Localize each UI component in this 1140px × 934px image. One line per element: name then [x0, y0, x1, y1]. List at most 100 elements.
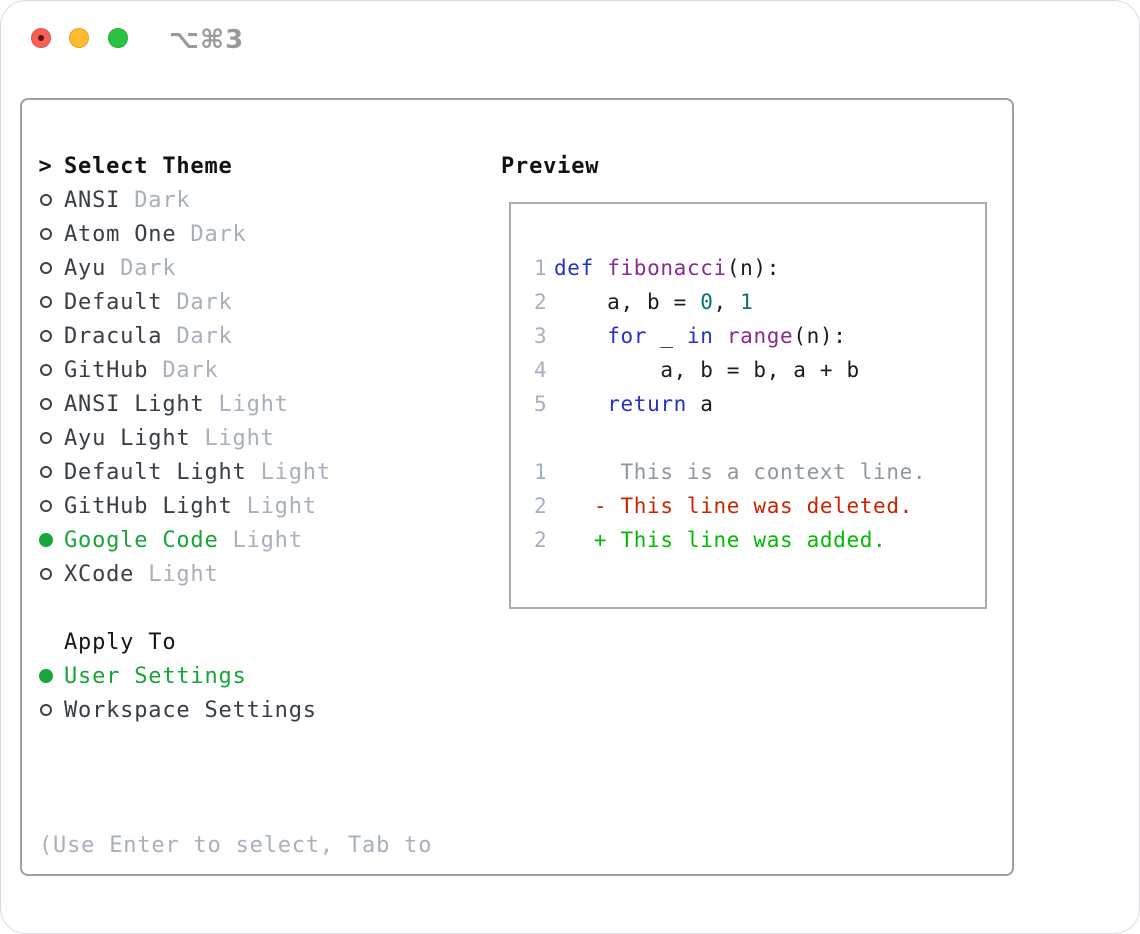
theme-option-google-code[interactable]: Google Code Light [38, 523, 331, 557]
code-token: range [726, 324, 794, 348]
apply-to-title: Apply To [64, 629, 177, 655]
radio-icon [38, 466, 53, 478]
option-variant-label: Dark [162, 323, 233, 349]
radio-icon [38, 330, 53, 342]
option-label: Workspace Settings [64, 697, 317, 723]
option-variant-label: Dark [106, 255, 177, 281]
theme-option-xcode[interactable]: XCode Light [38, 557, 331, 591]
option-label: GitHub Light [64, 493, 233, 519]
window-title: ⌥⌘3 [169, 25, 245, 55]
code-line: 3 for _ in range(n): [534, 319, 985, 353]
line-number: 2 [534, 290, 548, 314]
option-label: Ayu Light [64, 425, 191, 451]
code-line [534, 421, 985, 455]
help-text: (Use Enter to select, Tab to change focu… [39, 761, 433, 933]
theme-option-ansi[interactable]: ANSI Dark [38, 183, 331, 217]
theme-option-dracula[interactable]: Dracula Dark [38, 319, 331, 353]
code-token: for [607, 324, 648, 348]
option-variant-label: Light [190, 425, 275, 451]
theme-option-atom-one[interactable]: Atom One Dark [38, 217, 331, 251]
radio-icon [38, 398, 53, 410]
option-label: Dracula [64, 323, 163, 349]
radio-icon [38, 262, 53, 274]
option-variant-label: Light [204, 391, 289, 417]
apply-option-user-settings[interactable]: User Settings [38, 659, 317, 693]
theme-option-github-light[interactable]: GitHub Light Light [38, 489, 331, 523]
line-number: 2 [534, 494, 548, 518]
code-token [554, 324, 607, 348]
theme-list-title: Select Theme [64, 153, 233, 179]
option-variant-label: Dark [148, 357, 219, 383]
help-line: (Use Enter to select, Tab to [39, 833, 433, 858]
code-token: (n): [726, 256, 781, 280]
focus-caret-icon: > [38, 153, 53, 179]
apply-option-workspace-settings[interactable]: Workspace Settings [38, 693, 317, 727]
option-label: GitHub [64, 357, 149, 383]
radio-icon [38, 194, 53, 206]
code-line: 1 This is a context line. [534, 455, 985, 489]
minimize-button[interactable] [69, 28, 89, 48]
option-label: Default [64, 289, 163, 315]
radio-icon [38, 296, 53, 308]
radio-icon [38, 228, 53, 240]
option-label: User Settings [64, 663, 247, 689]
theme-option-default[interactable]: Default Dark [38, 285, 331, 319]
title-bar: ⌥⌘3 [1, 1, 1139, 71]
option-variant-label: Light [134, 561, 219, 587]
option-variant-label: Dark [162, 289, 233, 315]
code-token: a, b = b, a + b [554, 358, 860, 382]
code-line: 5 return a [534, 387, 985, 421]
option-label: Google Code [64, 527, 219, 553]
option-variant-label: Dark [176, 221, 247, 247]
radio-icon [38, 432, 53, 444]
option-variant-label: Light [232, 493, 317, 519]
option-label: ANSI Light [64, 391, 205, 417]
code-token: - This line was deleted. [554, 494, 913, 518]
code-token [594, 256, 607, 280]
radio-icon [38, 568, 53, 580]
radio-selected-icon [38, 669, 53, 683]
line-number: 1 [534, 460, 548, 484]
zoom-button[interactable] [108, 28, 128, 48]
option-variant-label: Light [218, 527, 303, 553]
code-line: 2 a, b = 0, 1 [534, 285, 985, 319]
code-token: a [686, 392, 714, 416]
close-button[interactable] [31, 28, 51, 48]
option-label: Default Light [64, 459, 247, 485]
option-label: ANSI [64, 187, 121, 213]
code-token: fibonacci [607, 256, 727, 280]
code-line: 4 a, b = b, a + b [534, 353, 985, 387]
theme-option-ayu-light[interactable]: Ayu Light Light [38, 421, 331, 455]
theme-option-default-light[interactable]: Default Light Light [38, 455, 331, 489]
code-token: _ [647, 324, 687, 348]
code-token [554, 392, 607, 416]
code-token: return [607, 392, 687, 416]
code-token: + This line was added. [554, 528, 887, 552]
radio-icon [38, 500, 53, 512]
theme-option-ayu[interactable]: Ayu Dark [38, 251, 331, 285]
code-line: 2 - This line was deleted. [534, 489, 985, 523]
option-label: Atom One [64, 221, 177, 247]
line-number: 1 [534, 256, 548, 280]
code-token: , [713, 290, 741, 314]
radio-selected-icon [38, 533, 53, 547]
option-label: Ayu [64, 255, 107, 281]
radio-icon [38, 704, 53, 716]
code-token: 0 [700, 290, 714, 314]
theme-option-github[interactable]: GitHub Dark [38, 353, 331, 387]
code-line: 2 + This line was added. [534, 523, 985, 557]
code-token: in [686, 324, 714, 348]
theme-option-ansi-light[interactable]: ANSI Light Light [38, 387, 331, 421]
apply-to-header: Apply To [38, 625, 317, 659]
code-token: def [554, 256, 594, 280]
preview-title: Preview [501, 153, 600, 179]
option-variant-label: Light [246, 459, 331, 485]
code-token: 1 [740, 290, 754, 314]
option-label: XCode [64, 561, 135, 587]
